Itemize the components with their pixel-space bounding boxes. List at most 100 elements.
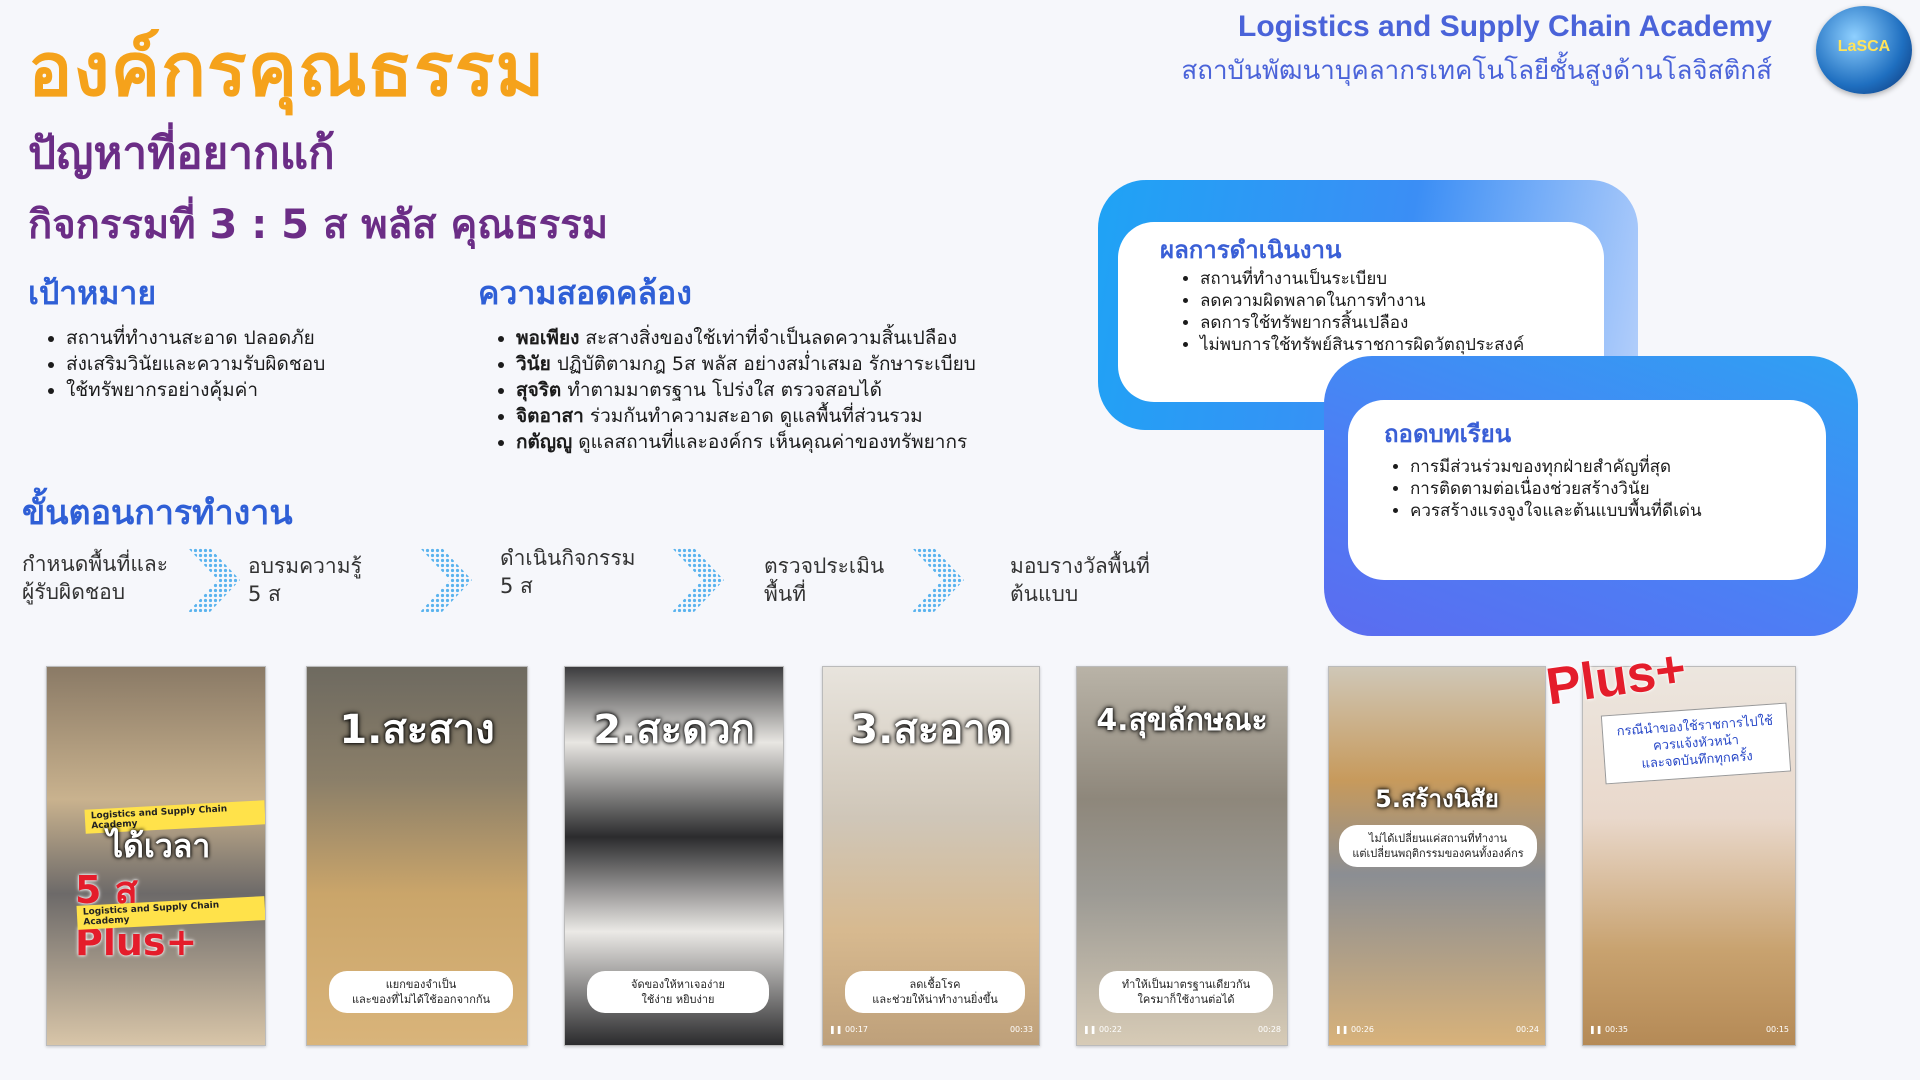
virtue-desc: ทำตามมาตรฐาน โปร่งใส ตรวจสอบได้ <box>561 379 882 401</box>
lessons-item: การติดตามต่อเนื่องช่วยสร้างวินัย <box>1410 478 1830 500</box>
photo-title: 3.สะอาด <box>850 707 1012 753</box>
video-time-end: 00:28 <box>1257 1025 1281 1034</box>
photo-note: กรณีนำของใช้ราชการไปใช้ ควรแจ้งหัวหน้า แ… <box>1600 702 1792 785</box>
lessons-card: ถอดบทเรียน การมีส่วนร่วมของทุกฝ่ายสำคัญท… <box>1324 356 1858 636</box>
goal-list: สถานที่ทำงานสะอาด ปลอดภัย ส่งเสริมวินัยแ… <box>28 325 458 403</box>
chevron-right-icon <box>188 548 240 612</box>
photo-big-text: ได้เวลา <box>107 827 211 865</box>
virtue-desc: สะสางสิ่งของใช้เท่าที่จำเป็นลดความสิ้นเป… <box>579 327 958 349</box>
problem-heading: ปัญหาที่อยากแก้ <box>28 128 335 179</box>
photo-caption: แยกของจำเป็น และของที่ไม่ได้ใช้ออกจากกัน <box>329 971 513 1013</box>
pause-icon[interactable]: ❚❚ <box>1083 1025 1097 1034</box>
step-line: 5 ส <box>248 582 281 606</box>
video-progress-bar[interactable]: ❚❚ 00:26 00:24 <box>1335 1025 1539 1039</box>
chevron-right-icon <box>420 548 472 612</box>
video-time-end: 00:24 <box>1515 1025 1539 1034</box>
activity-heading: กิจกรรมที่ 3 : 5 ส พลัส คุณธรรม <box>28 202 609 248</box>
step-3: ดำเนินกิจกรรม 5 ส <box>500 544 635 600</box>
video-time-start: 00:26 <box>1350 1025 1375 1034</box>
step-line: ต้นแบบ <box>1010 582 1079 606</box>
pause-icon[interactable]: ❚❚ <box>1335 1025 1349 1034</box>
results-item: สถานที่ทำงานเป็นระเบียบ <box>1200 268 1600 290</box>
virtue-desc: ดูแลสถานที่และองค์กร เห็นคุณค่าของทรัพยา… <box>572 431 968 453</box>
step-line: ตรวจประเมิน <box>764 554 885 578</box>
video-time-start: 00:35 <box>1604 1025 1629 1034</box>
lessons-card-body: ถอดบทเรียน การมีส่วนร่วมของทุกฝ่ายสำคัญท… <box>1348 400 1826 580</box>
page-title: องค์กรคุณธรรม <box>28 27 546 113</box>
alignment-item: วินัย ปฏิบัติตามกฎ 5ส พลัส อย่างสม่ำเสมอ… <box>516 351 1078 377</box>
video-progress-bar[interactable]: ❚❚ 00:35 00:15 <box>1589 1025 1789 1039</box>
photo-title: 4.สุขลักษณะ <box>1096 703 1268 738</box>
photo-title: 5.สร้างนิสัย <box>1375 785 1499 813</box>
org-name: Logistics and Supply Chain Academy <box>1238 10 1772 43</box>
lessons-item: ควรสร้างแรงจูงใจและต้นแบบพื้นที่ดีเด่น <box>1410 500 1830 522</box>
alignment-item: สุจริต ทำตามมาตรฐาน โปร่งใส ตรวจสอบได้ <box>516 377 1078 403</box>
step-4: ตรวจประเมิน พื้นที่ <box>764 552 884 608</box>
video-time-start: 00:17 <box>844 1025 869 1034</box>
photo-seiton: 2.สะดวก จัดของให้หาเจอง่าย ใช้ง่าย หยิบง… <box>564 666 784 1046</box>
step-line: พื้นที่ <box>764 582 807 606</box>
alignment-section: ความสอดคล้อง พอเพียง สะสางสิ่งของใช้เท่า… <box>478 268 1078 455</box>
goal-item: ส่งเสริมวินัยและความรับผิดชอบ <box>66 351 458 377</box>
photo-title: 1.สะสาง <box>339 707 495 753</box>
goal-item: สถานที่ทำงานสะอาด ปลอดภัย <box>66 325 458 351</box>
photo-caption: ไม่ได้เปลี่ยนแค่สถานที่ทำงาน แต่เปลี่ยนพ… <box>1339 825 1537 867</box>
alignment-list: พอเพียง สะสางสิ่งของใช้เท่าที่จำเป็นลดคว… <box>478 325 1078 455</box>
virtue-desc: ปฏิบัติตามกฎ 5ส พลัส อย่างสม่ำเสมอ รักษา… <box>550 353 976 375</box>
virtue-desc: ร่วมกันทำความสะอาด ดูแลพื้นที่ส่วนรวม <box>583 405 923 427</box>
virtue-term: สุจริต <box>516 379 562 401</box>
results-item: ลดความผิดพลาดในการทำงาน <box>1200 290 1600 312</box>
alignment-item: กตัญญู ดูแลสถานที่และองค์กร เห็นคุณค่าขอ… <box>516 429 1078 455</box>
step-line: มอบรางวัลพื้นที่ <box>1010 554 1150 578</box>
video-time-start: 00:22 <box>1098 1025 1123 1034</box>
step-line: ดำเนินกิจกรรม <box>500 546 636 570</box>
results-list: สถานที่ทำงานเป็นระเบียบ ลดความผิดพลาดในก… <box>1178 268 1600 356</box>
alignment-item: จิตอาสา ร่วมกันทำความสะอาด ดูแลพื้นที่ส่… <box>516 403 1078 429</box>
lessons-list: การมีส่วนร่วมของทุกฝ่ายสำคัญที่สุด การติ… <box>1388 456 1830 522</box>
lessons-item: การมีส่วนร่วมของทุกฝ่ายสำคัญที่สุด <box>1410 456 1830 478</box>
results-heading: ผลการดำเนินงาน <box>1160 236 1342 264</box>
step-5: มอบรางวัลพื้นที่ ต้นแบบ <box>1010 552 1150 608</box>
virtue-term: วินัย <box>516 353 551 375</box>
goal-section: เป้าหมาย สถานที่ทำงานสะอาด ปลอดภัย ส่งเส… <box>28 268 458 403</box>
step-line: ผู้รับผิดชอบ <box>22 580 126 604</box>
video-progress-bar[interactable]: ❚❚ 00:17 00:33 <box>829 1025 1033 1039</box>
lessons-heading: ถอดบทเรียน <box>1384 420 1512 448</box>
photo-shitsuke: 5.สร้างนิสัย ไม่ได้เปลี่ยนแค่สถานที่ทำงา… <box>1328 666 1546 1046</box>
results-item: ไม่พบการใช้ทรัพย์สินราชการผิดวัตถุประสงค… <box>1200 334 1600 356</box>
logo-text: LaSCA <box>1837 38 1891 55</box>
alignment-heading: ความสอดคล้อง <box>478 274 692 312</box>
photo-caption: จัดของให้หาเจอง่าย ใช้ง่าย หยิบง่าย <box>587 971 769 1013</box>
photo-plus: กรณีนำของใช้ราชการไปใช้ ควรแจ้งหัวหน้า แ… <box>1582 666 1796 1046</box>
photo-seiketsu: 4.สุขลักษณะ ทำให้เป็นมาตรฐานเดียวกัน ใคร… <box>1076 666 1288 1046</box>
photo-seiri: 1.สะสาง แยกของจำเป็น และของที่ไม่ได้ใช้อ… <box>306 666 528 1046</box>
results-item: ลดการใช้ทรัพยากรสิ้นเปลือง <box>1200 312 1600 334</box>
photo-caption: ลดเชื้อโรค และช่วยให้น่าทำงานยิ่งขึ้น <box>845 971 1025 1013</box>
video-time-end: 00:15 <box>1765 1025 1789 1034</box>
chevron-right-icon <box>672 548 724 612</box>
virtue-term: พอเพียง <box>516 327 580 349</box>
goal-heading: เป้าหมาย <box>28 274 157 312</box>
photo-seiso: 3.สะอาด ลดเชื้อโรค และช่วยให้น่าทำงานยิ่… <box>822 666 1040 1046</box>
academy-logo: LaSCA <box>1816 6 1912 94</box>
photo-title: 2.สะดวก <box>593 707 755 753</box>
goal-item: ใช้ทรัพยากรอย่างคุ้มค่า <box>66 377 458 403</box>
step-line: กำหนดพื้นที่และ <box>22 552 169 576</box>
results-card: ผลการดำเนินงาน สถานที่ทำงานเป็นระเบียบ ล… <box>1098 180 1638 430</box>
photo-5s-intro: Logistics and Supply Chain Academy ได้เว… <box>46 666 266 1046</box>
step-1: กำหนดพื้นที่และ ผู้รับผิดชอบ <box>22 550 168 606</box>
step-line: 5 ส <box>500 574 533 598</box>
video-progress-bar[interactable]: ❚❚ 00:22 00:28 <box>1083 1025 1281 1039</box>
pause-icon[interactable]: ❚❚ <box>829 1025 843 1034</box>
chevron-right-icon <box>912 548 964 612</box>
virtue-term: กตัญญู <box>516 431 573 453</box>
step-2: อบรมความรู้ 5 ส <box>248 552 362 608</box>
virtue-term: จิตอาสา <box>516 405 584 427</box>
steps-heading: ขั้นตอนการทำงาน <box>22 493 293 533</box>
video-time-end: 00:33 <box>1009 1025 1033 1034</box>
photo-caption: ทำให้เป็นมาตรฐานเดียวกัน ใครมาก็ใช้งานต่… <box>1099 971 1273 1013</box>
pause-icon[interactable]: ❚❚ <box>1589 1025 1603 1034</box>
alignment-item: พอเพียง สะสางสิ่งของใช้เท่าที่จำเป็นลดคว… <box>516 325 1078 351</box>
results-card-body: ผลการดำเนินงาน สถานที่ทำงานเป็นระเบียบ ล… <box>1118 222 1604 402</box>
org-subtitle: สถาบันพัฒนาบุคลากรเทคโนโลยีชั้นสูงด้านโล… <box>1181 56 1772 86</box>
